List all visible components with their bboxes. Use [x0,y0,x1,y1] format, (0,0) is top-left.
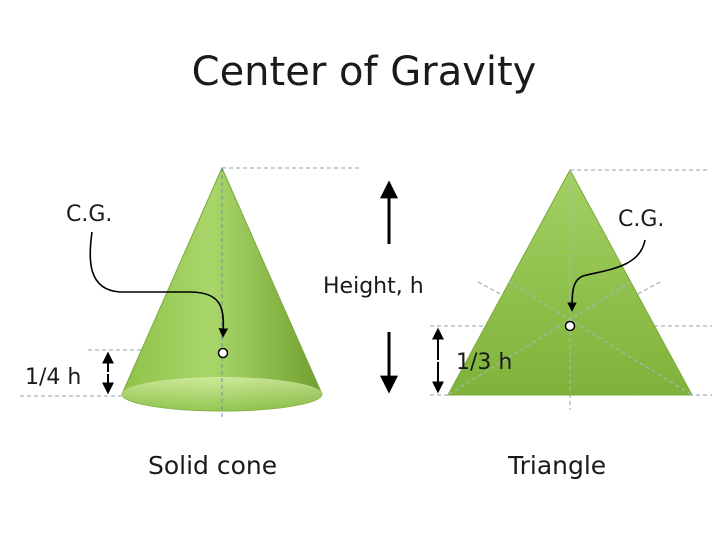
triangle-cg-pointer [567,239,646,312]
triangle-caption: Triangle [508,451,607,480]
triangle-fraction-label: 1/3 h [456,350,513,375]
solid-cone [121,166,323,418]
cone-cg-point [217,347,229,359]
page-title: Center of Gravity [191,49,537,95]
triangle-cg-label: C.G. [618,207,665,232]
cone-cg-pointer [89,231,229,338]
height-label: Height, h [323,274,424,299]
cone-cg-label: C.G. [66,202,113,227]
triangle-shape [447,168,693,396]
cone-caption: Solid cone [148,451,278,480]
triangle-cg-point [564,320,576,332]
cone-fraction-label: 1/4 h [25,365,82,390]
